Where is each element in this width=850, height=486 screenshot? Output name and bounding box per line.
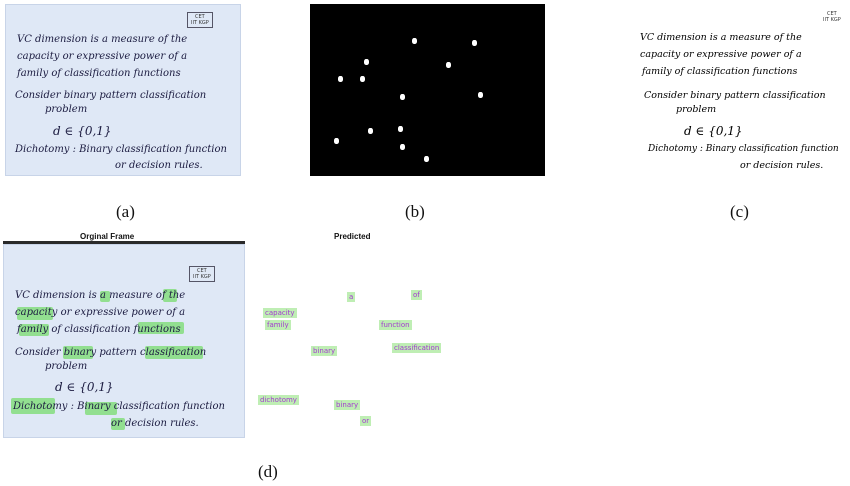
detection-box [85,402,117,415]
mask-blob [400,94,405,100]
slide-line: Consider binary pattern classification [644,90,826,101]
mask-blob [400,144,405,150]
slide-stamp: CET IIT KGP [187,12,213,28]
predicted-word: or [360,416,372,426]
slide-line: family of classification functions [17,324,181,335]
detection-box [19,324,49,336]
predicted-word: function [379,320,412,330]
slide-line: Consider binary pattern classification [15,347,207,358]
slide-line: Dichotomy : Binary classification functi… [648,144,839,154]
slide-line: VC dimension is a measure of the [15,290,186,301]
panel-a-original-slide: CET IIT KGP VC dimension is a measure of… [5,4,241,176]
mask-blob [478,92,483,98]
mask-blob [412,38,417,44]
predicted-word: of [411,290,422,300]
detection-box [163,289,177,302]
slide-line: problem [676,104,717,115]
predicted-word: family [265,320,291,330]
mask-blob [334,138,339,144]
predicted-word: binary [334,400,361,410]
slide-line: capacity or expressive power of a [640,49,802,60]
slide-stamp: CET IIT KGP [820,10,844,24]
predicted-title: Predicted [334,232,371,241]
predicted-word: capacity [263,308,297,318]
caption-c: (c) [730,202,749,221]
slide-line: d ∈ {0,1} [684,124,743,138]
caption-d: (d) [258,462,278,481]
mask-blob [472,40,477,46]
mask-blob [368,128,373,134]
slide-line: or decision rules. [111,418,199,429]
slide-line: family of classification functions [17,68,181,79]
slide-line: VC dimension is a measure of the [640,32,802,43]
mask-blob [424,156,429,162]
detection-box [63,346,93,359]
slide-line: d ∈ {0,1} [53,124,112,138]
panel-b-word-mask [310,4,545,176]
detection-box [138,322,184,334]
slide-line: problem [45,104,88,115]
slide-stamp: CET IIT KGP [189,266,215,282]
slide-line: capacity or expressive power of a [15,307,186,318]
predicted-word: dichotomy [258,395,299,405]
detection-box [17,307,53,320]
slide-line: or decision rules. [115,160,203,171]
mask-blob [360,76,365,82]
predicted-word: a [347,292,356,302]
predicted-words-panel: a of capacity family function binary cla… [255,258,455,438]
slide-line: Dichotomy : Binary classification functi… [13,401,225,412]
stamp-line: IIT KGP [191,20,209,26]
slide-line: or decision rules. [740,160,824,171]
detection-box [100,291,110,302]
detection-box [11,398,55,414]
slide-line: VC dimension is a measure of the [17,34,188,45]
original-frame-title: Orginal Frame [80,232,135,241]
predicted-word: binary [311,346,338,356]
mask-blob [398,126,403,132]
stamp-line: IIT KGP [193,274,211,280]
slide-line: capacity or expressive power of a [17,51,188,62]
stamp-line: IIT KGP [823,17,841,23]
caption-a: (a) [116,202,135,221]
stamp-line: CET [195,14,205,20]
slide-line: d ∈ {0,1} [55,380,114,394]
predicted-word: classification [392,343,442,353]
slide-line: Dichotomy : Binary classification functi… [15,144,227,155]
mask-blob [446,62,451,68]
detection-box [145,346,203,359]
stamp-line: CET [197,268,207,274]
panel-c-cleaned-slide: CET IIT KGP VC dimension is a measure of… [628,4,850,176]
caption-b: (b) [405,202,425,221]
detection-box [111,418,125,430]
stamp-line: CET [827,11,837,17]
panel-d-original-frame: CET IIT KGP VC dimension is a measure of… [3,241,245,438]
slide-line: family of classification functions [642,66,798,77]
mask-blob [338,76,343,82]
slide-line: problem [45,361,88,372]
slide-line: Consider binary pattern classification [15,90,207,101]
mask-blob [364,59,369,65]
